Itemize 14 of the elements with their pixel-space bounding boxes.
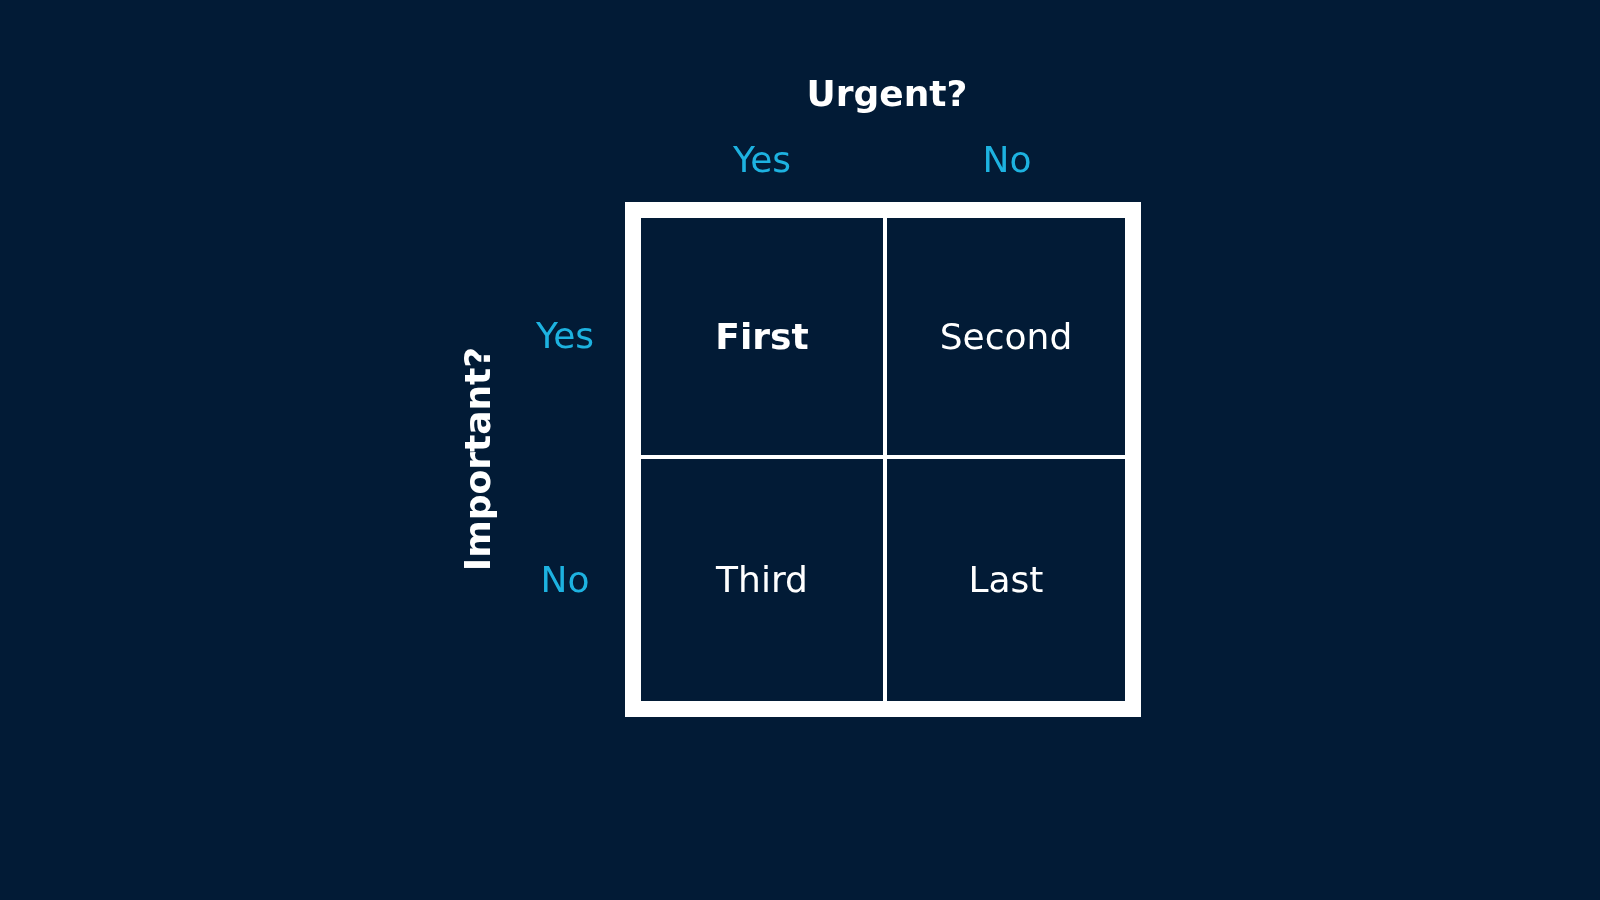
quadrant-label: First [715,318,809,355]
quadrant [641,459,883,701]
row-header: Yes [535,318,595,354]
column-header: No [982,142,1032,178]
quadrant [887,218,1125,455]
quadrant-label: Last [968,562,1044,598]
column-header: Yes [732,142,792,178]
axis-title: Urgent? [806,76,968,112]
quadrant [887,459,1125,701]
row-header: No [540,562,590,598]
quadrant-label: Third [716,562,808,598]
quadrant [641,218,883,455]
axis-title: Important? [460,346,496,572]
quadrant-label: Second [939,318,1073,355]
